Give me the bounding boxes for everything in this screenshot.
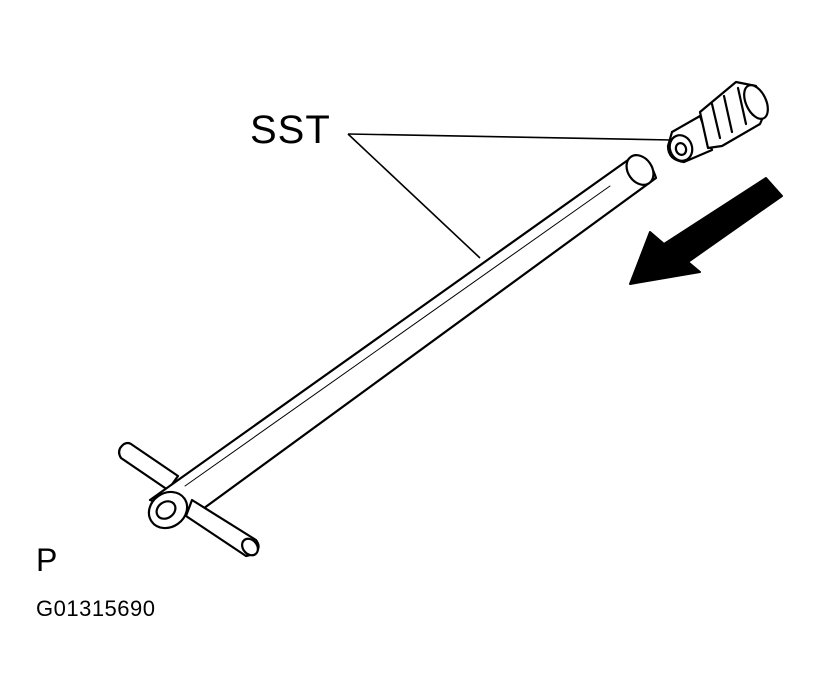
t-handle-wrench-icon <box>117 154 658 558</box>
sst-callout-label: SST <box>250 108 331 152</box>
figure-code: G01315690 <box>36 596 156 621</box>
callout-leaders <box>347 133 673 259</box>
view-letter: P <box>36 542 58 578</box>
socket-adapter-icon <box>666 80 769 164</box>
arrow-down-left-icon <box>629 177 783 285</box>
